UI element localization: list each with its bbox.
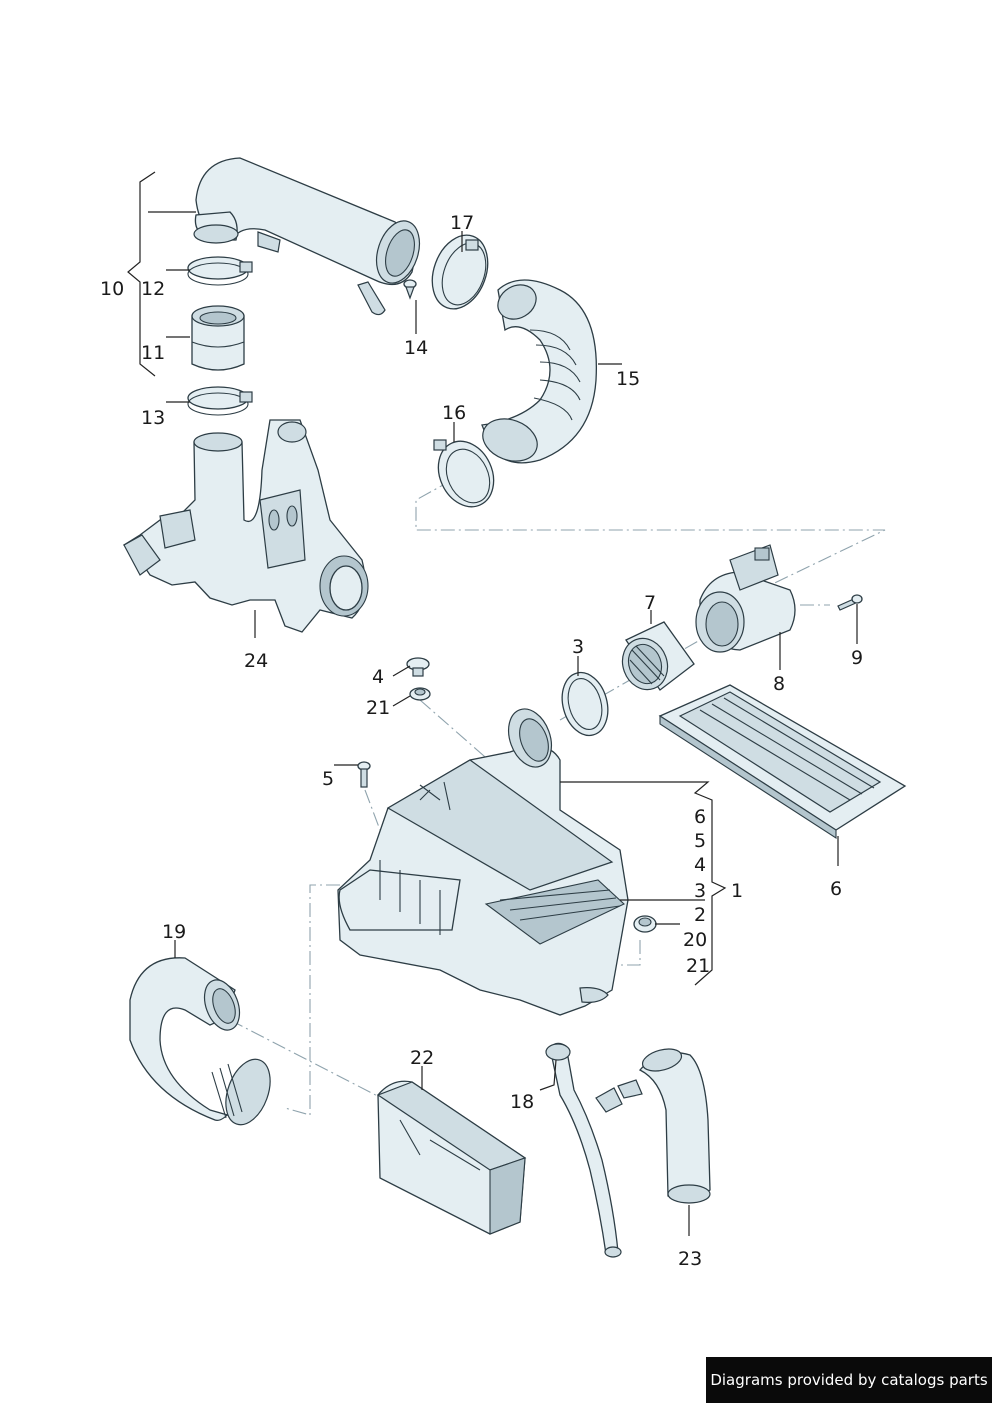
callout-3-group: 3 [694, 880, 706, 902]
callout-labels: 10 12 11 13 14 17 15 16 24 7 3 8 9 4 21 … [100, 212, 863, 1270]
callout-19: 19 [162, 921, 186, 943]
callout-5-group: 5 [694, 830, 706, 852]
credit-banner: Diagrams provided by catalogs parts [706, 1357, 992, 1403]
grommet-4[interactable] [406, 657, 430, 677]
callout-16: 16 [442, 402, 466, 424]
callout-1: 1 [731, 880, 743, 902]
callout-4-group: 4 [694, 854, 706, 876]
elbow-hose-19[interactable] [129, 957, 278, 1131]
callout-21-group: 21 [686, 955, 710, 977]
hose-clamp-16[interactable] [428, 432, 504, 516]
callout-2: 2 [694, 904, 706, 926]
callout-17: 17 [450, 212, 474, 234]
sealing-ring-3[interactable] [555, 667, 614, 740]
hose-clamp-12[interactable] [187, 256, 253, 286]
callout-24: 24 [244, 650, 268, 672]
callout-21-top: 21 [366, 697, 390, 719]
air-mass-sensor-8[interactable] [695, 544, 796, 653]
callout-8: 8 [773, 673, 785, 695]
callout-6-group: 6 [694, 806, 706, 828]
callout-4-top: 4 [372, 666, 384, 688]
screw-9[interactable] [837, 594, 863, 611]
callout-6-tray: 6 [830, 878, 842, 900]
callout-18: 18 [510, 1091, 534, 1113]
hose-clamp-13[interactable] [187, 386, 253, 416]
bolt-14[interactable] [403, 279, 417, 300]
filter-mesh-7[interactable] [615, 621, 695, 696]
callout-23: 23 [678, 1248, 702, 1270]
callout-15: 15 [616, 368, 640, 390]
air-filter-housing-1[interactable] [337, 703, 629, 1016]
callout-7: 7 [644, 592, 656, 614]
callout-20: 20 [683, 929, 707, 951]
callout-9: 9 [851, 647, 863, 669]
breather-hose-18[interactable] [545, 1042, 643, 1258]
throttle-housing-24[interactable] [122, 419, 369, 633]
cap-20[interactable] [633, 915, 657, 933]
leader-lines [127, 171, 858, 1236]
callout-11: 11 [141, 342, 165, 364]
hose-23[interactable] [638, 1045, 711, 1204]
intake-pipe-10[interactable] [193, 157, 427, 316]
coupling-sleeve-11[interactable] [191, 305, 245, 371]
callout-12: 12 [141, 278, 165, 300]
callout-3-top: 3 [572, 636, 584, 658]
callout-5-top: 5 [322, 768, 334, 790]
air-duct-22[interactable] [376, 1080, 527, 1235]
callout-13: 13 [141, 407, 165, 429]
callout-14: 14 [404, 337, 428, 359]
hose-clamp-17[interactable] [423, 227, 498, 316]
callout-22: 22 [410, 1047, 434, 1069]
corrugated-hose-15[interactable] [477, 278, 598, 468]
grommet-21[interactable] [409, 687, 431, 701]
screw-5[interactable] [357, 761, 371, 788]
callout-10: 10 [100, 278, 124, 300]
air-guide-tray-6[interactable] [658, 684, 907, 840]
